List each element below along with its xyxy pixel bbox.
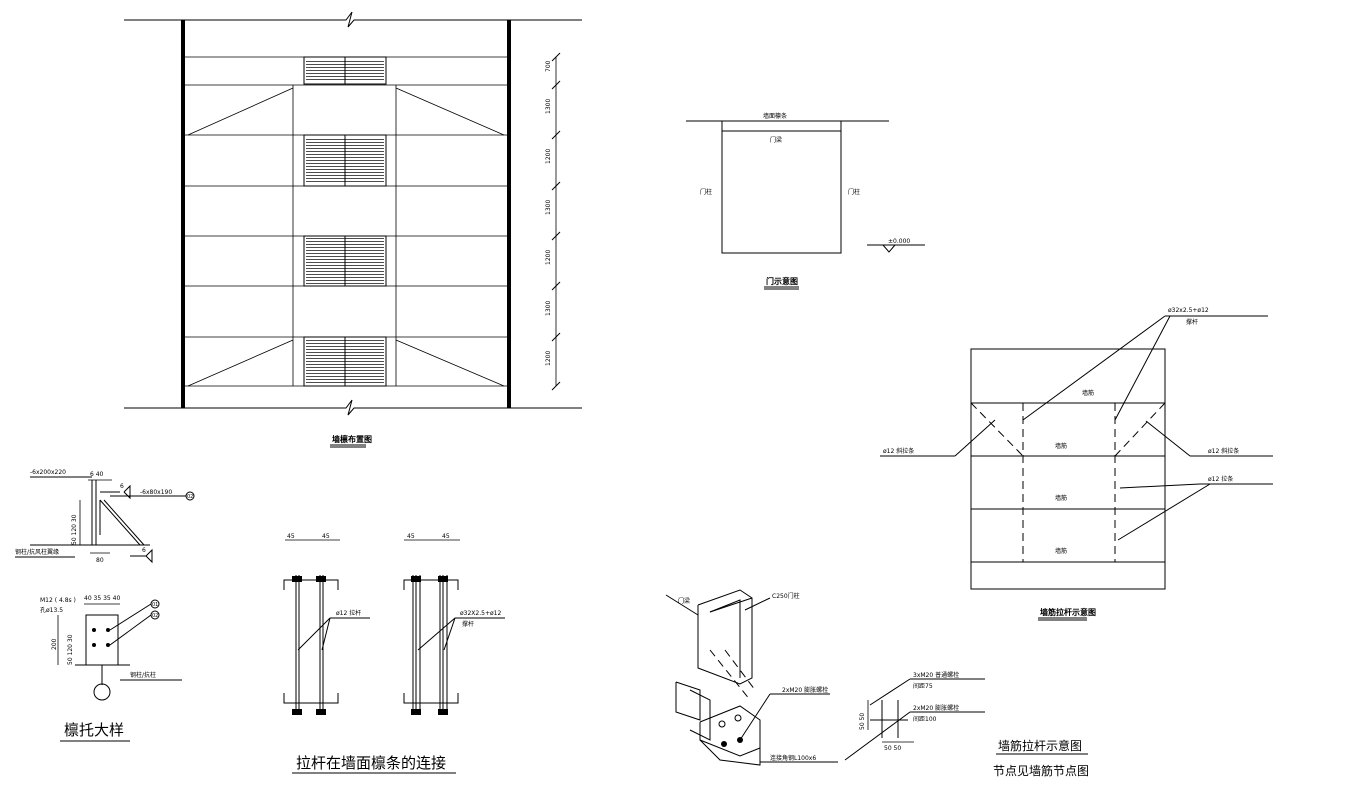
dim-1200-a: 1200 — [545, 149, 552, 164]
circle-02: 02 — [187, 494, 193, 500]
purlin-bracket-detail: -6x200x220 6 40 6 -6x80x190 02 6 50 120 … — [15, 469, 195, 742]
door-post-node: 门梁 C250门柱 2xM20 膨胀螺栓 连接角钢L100x6 3xM20 普通… — [665, 589, 1089, 778]
dim-1300-a: 1300 — [545, 99, 552, 114]
hdims-label: 40 35 35 40 — [84, 595, 120, 602]
bolt1-pitch: 间距75 — [913, 682, 933, 690]
tie-rod-diagram: ø32x2.5+ø12 撑杆 ø12 斜拉条 ø12 斜拉条 ø12 拉条 墙筋… — [880, 307, 1273, 621]
dim-45-a: 45 — [287, 533, 295, 540]
vdim-200: 200 — [51, 638, 58, 650]
right-rod-label-1: ø32X2.5+ø12 — [460, 610, 501, 617]
left-rod-label: ø12 拉杆 — [336, 609, 361, 617]
bolt2-pitch: 间距100 — [913, 715, 937, 723]
louver-window — [303, 336, 387, 387]
hole-label: 孔ø13.5 — [40, 606, 63, 614]
diag-left-label: ø12 斜拉条 — [883, 447, 914, 455]
wall-layout-title: 墙檩布置图 — [332, 434, 372, 444]
vdim-1: 50 120 30 — [71, 514, 78, 545]
cell-label: 墙筋 — [1082, 389, 1094, 397]
rod-connection: 45 45 ø12 拉杆 45 45 ø32X2.5+ø1 — [283, 533, 505, 774]
vdim-50: 50 50 — [859, 713, 866, 730]
weld-2: 6 — [142, 547, 146, 554]
bolt-label: M12 ( 4.8s ) — [40, 597, 76, 604]
weld-1: 6 — [120, 483, 124, 490]
tie-diagram-title: 墙筋拉杆示意图 — [1040, 607, 1096, 617]
dim-6-40: 6 40 — [90, 471, 104, 478]
plate1-label: -6x200x220 — [30, 469, 66, 476]
dim-1200-c: 1200 — [545, 351, 552, 366]
cell-label: 墙筋 — [1055, 547, 1067, 555]
door-beam-node-label: 门梁 — [678, 597, 690, 605]
bolt1-label: 3xM20 普通螺栓 — [913, 671, 959, 679]
hdim-50: 50 50 — [884, 745, 901, 752]
plate2-label: -6x80x190 — [140, 489, 172, 496]
circle-01: 01 — [152, 602, 158, 608]
dim-1300-c: 1300 — [545, 301, 552, 316]
dim-45-c: 45 — [407, 533, 415, 540]
purlin-detail-title: 檩托大样 — [64, 721, 124, 739]
door-diagram-title: 门示意图 — [766, 276, 798, 286]
door-beam-label: 门梁 — [770, 136, 782, 144]
wall-purlin-label: 墙面檩条 — [763, 112, 787, 120]
diag-right-label: ø12 斜拉条 — [1208, 447, 1239, 455]
dim-45-b: 45 — [322, 533, 330, 540]
node-title: 墙筋拉杆示意图 — [998, 738, 1082, 753]
door-diagram: 墙面檩条 门梁 门柱 门柱 ±0.000 门示意图 — [686, 112, 925, 290]
tie-right-label: ø12 拉条 — [1208, 475, 1233, 483]
door-col-right-label: 门柱 — [848, 188, 860, 196]
rod-connection-title: 拉杆在墙面檩条的连接 — [296, 754, 446, 772]
dim-700: 700 — [545, 60, 552, 72]
vdim-2: 50 120 30 — [67, 634, 74, 665]
dim-1300-b: 1300 — [545, 200, 552, 215]
dim-45-d: 45 — [442, 533, 450, 540]
bolt2-label: 2xM20 膨胀螺栓 — [913, 704, 959, 712]
cell-label: 墙筋 — [1055, 494, 1067, 502]
louver-window — [303, 134, 387, 187]
angle-label: 连接角钢L100x6 — [770, 754, 816, 762]
tie-top-callout-1: ø32x2.5+ø12 — [1168, 307, 1209, 314]
bottom-note: 钢柱/抗柱 — [130, 671, 156, 679]
anchor-label: 2xM20 膨胀螺栓 — [782, 686, 828, 694]
tie-top-callout-2: 撑杆 — [1186, 318, 1198, 326]
post-label: C250门柱 — [772, 592, 800, 600]
wall-purlin-layout: 700 1300 1200 1300 1200 1300 1200 墙檩布置图 — [124, 11, 582, 448]
left-note: 钢柱/抗风柱翼缘 — [15, 548, 59, 556]
elevation-label: ±0.000 — [888, 238, 910, 245]
louver-window — [303, 56, 387, 85]
node-subtitle: 节点见墙筋节点图 — [993, 763, 1089, 778]
circle-02b: 02 — [152, 613, 158, 619]
right-rod-label-2: 撑杆 — [462, 620, 474, 628]
dim-80: 80 — [96, 557, 104, 564]
dim-1200-b: 1200 — [545, 250, 552, 265]
louver-window — [303, 235, 387, 287]
cell-label: 墙筋 — [1055, 442, 1067, 450]
door-col-left-label: 门柱 — [700, 188, 712, 196]
